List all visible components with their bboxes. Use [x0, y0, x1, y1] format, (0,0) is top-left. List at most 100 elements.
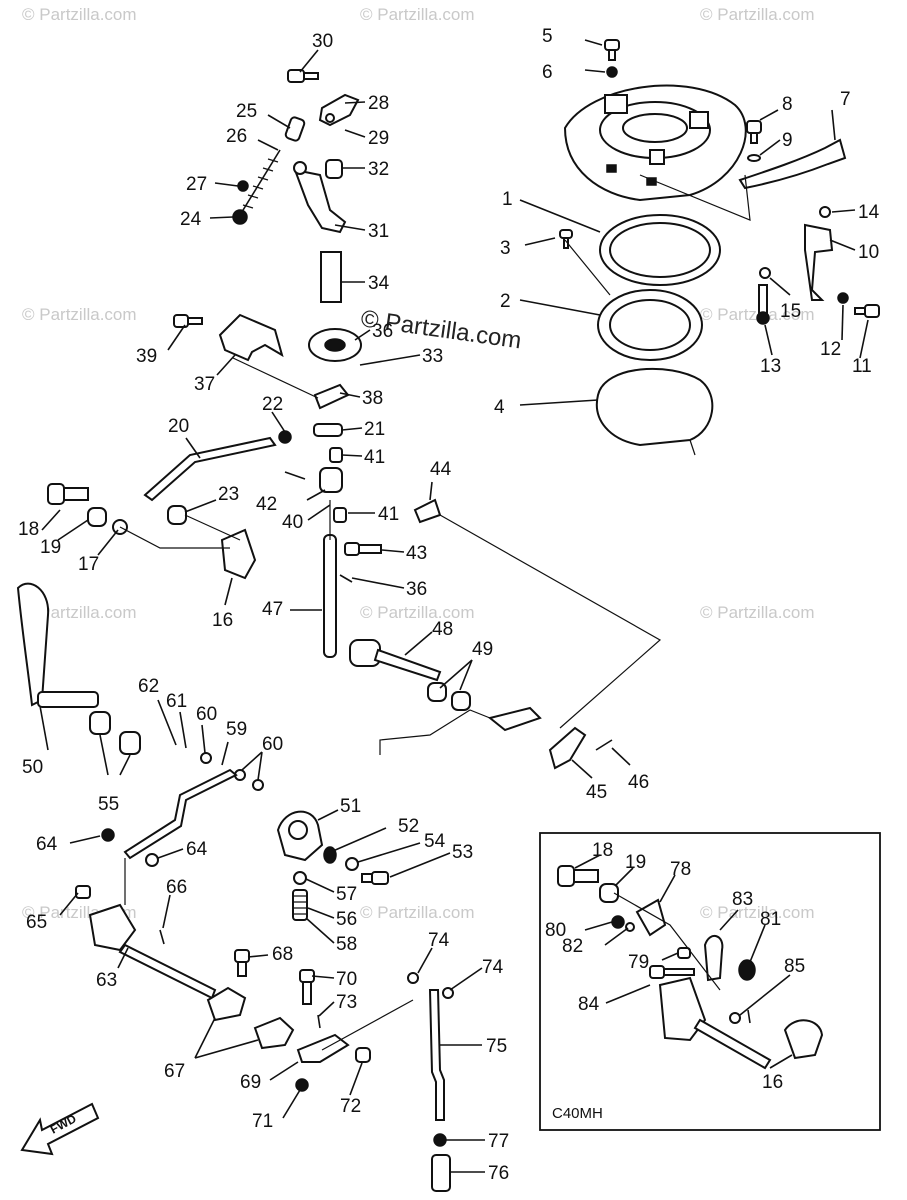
callout-32: 32 — [368, 159, 389, 180]
callout-41b: 41 — [378, 504, 399, 525]
link-25 — [284, 116, 306, 142]
callout-58: 58 — [336, 934, 357, 955]
callout-68: 68 — [272, 944, 293, 965]
retainer-ring — [599, 214, 721, 286]
adjust-screw-26 — [239, 149, 281, 216]
magneto-base-plate — [563, 84, 747, 202]
nut-41-bottom — [333, 507, 347, 523]
watermark-l2: © Partzilla.com — [22, 603, 137, 622]
callout-60b: 60 — [262, 734, 283, 755]
rod-20 — [143, 436, 277, 502]
callout-7: 7 — [840, 89, 851, 110]
callout-59: 59 — [226, 719, 247, 740]
callout-11: 11 — [852, 356, 872, 377]
callout-20: 20 — [168, 416, 189, 437]
callout-66: 66 — [166, 877, 187, 898]
watermark-r2: © Partzilla.com — [700, 603, 815, 622]
callout-14: 14 — [858, 202, 880, 223]
callout-24: 24 — [180, 209, 202, 230]
callout-73: 73 — [336, 992, 357, 1013]
callout-18b: 18 — [592, 840, 613, 861]
rod-59 — [123, 768, 238, 860]
callout-48: 48 — [432, 619, 453, 640]
callout-10: 10 — [858, 242, 879, 263]
callout-55: 55 — [98, 794, 119, 815]
bolt-8 — [746, 120, 762, 144]
pin-73 — [317, 1014, 321, 1029]
callout-47: 47 — [262, 599, 283, 620]
shift-shaft-63 — [88, 903, 217, 1000]
screw-5 — [604, 39, 620, 61]
lever-40 — [319, 467, 343, 493]
callout-75: 75 — [486, 1036, 507, 1057]
callout-25: 25 — [236, 101, 257, 122]
callout-41: 41 — [364, 447, 385, 468]
bolt-65 — [75, 885, 91, 899]
callout-64b: 64 — [186, 839, 208, 860]
callout-6: 6 — [542, 62, 553, 83]
callout-39: 39 — [136, 346, 157, 367]
callout-5: 5 — [542, 26, 553, 47]
screw-68 — [234, 949, 250, 977]
callout-63: 63 — [96, 970, 117, 991]
link-assy — [487, 706, 542, 732]
bearing-plate — [597, 289, 703, 361]
callout-13: 13 — [760, 356, 781, 377]
callout-57: 57 — [336, 884, 357, 905]
washer-52 — [323, 846, 337, 864]
watermark-tc: © Partzilla.com — [360, 5, 475, 24]
inset-label: C40MH — [552, 1105, 603, 1122]
bracket-10 — [804, 206, 834, 301]
callout-79: 79 — [628, 952, 649, 973]
spring-56-58 — [292, 889, 308, 921]
clips-74 — [407, 972, 454, 999]
callout-4: 4 — [494, 397, 505, 418]
callout-21: 21 — [364, 419, 385, 440]
inset-box: C40MH — [539, 832, 881, 1131]
callout-3: 3 — [500, 238, 511, 259]
collar-23 — [167, 505, 187, 525]
screw-53 — [361, 871, 389, 885]
callout-60: 60 — [196, 704, 217, 725]
watermark-ml: © Partzilla.com — [22, 305, 137, 324]
callout-52: 52 — [398, 816, 419, 837]
callout-34: 34 — [368, 273, 390, 294]
ball-57 — [293, 871, 307, 885]
callout-64: 64 — [36, 834, 58, 855]
screw-3 — [559, 229, 573, 249]
shift-lever-50 — [16, 582, 99, 708]
lever-69 — [296, 1033, 350, 1063]
callout-84: 84 — [578, 994, 600, 1015]
lever-28 — [318, 93, 360, 127]
callout-49: 49 — [472, 639, 493, 660]
brackets-67 — [206, 986, 295, 1050]
callout-numbers: 30 28 29 32 31 34 25 26 27 24 36 33 38 2… — [18, 26, 880, 1184]
callout-1: 1 — [502, 189, 513, 210]
bolt-39 — [173, 314, 203, 328]
callout-61: 61 — [166, 691, 187, 712]
lever-44 — [413, 498, 442, 524]
callout-36b: 36 — [406, 579, 427, 600]
throttle-lever — [738, 138, 847, 190]
clips-60 — [200, 752, 264, 791]
callout-18: 18 — [18, 519, 39, 540]
shaft-47 — [323, 534, 337, 658]
callout-51: 51 — [340, 796, 361, 817]
callout-69: 69 — [240, 1072, 261, 1093]
callout-54: 54 — [424, 831, 446, 852]
cam-51 — [276, 810, 324, 862]
callout-56: 56 — [336, 909, 357, 930]
screw-70 — [299, 969, 315, 1005]
callout-67: 67 — [164, 1061, 185, 1082]
callout-9: 9 — [782, 130, 793, 151]
callout-12: 12 — [820, 339, 841, 360]
joint-21 — [313, 423, 343, 437]
watermark-tr: © Partzilla.com — [700, 5, 815, 24]
bushing-19 — [87, 507, 107, 527]
callout-29: 29 — [368, 128, 389, 149]
callout-53: 53 — [452, 842, 473, 863]
callout-46: 46 — [628, 772, 649, 793]
gasket — [595, 367, 714, 456]
bracket-37 — [218, 313, 284, 362]
pin-66 — [159, 929, 165, 945]
